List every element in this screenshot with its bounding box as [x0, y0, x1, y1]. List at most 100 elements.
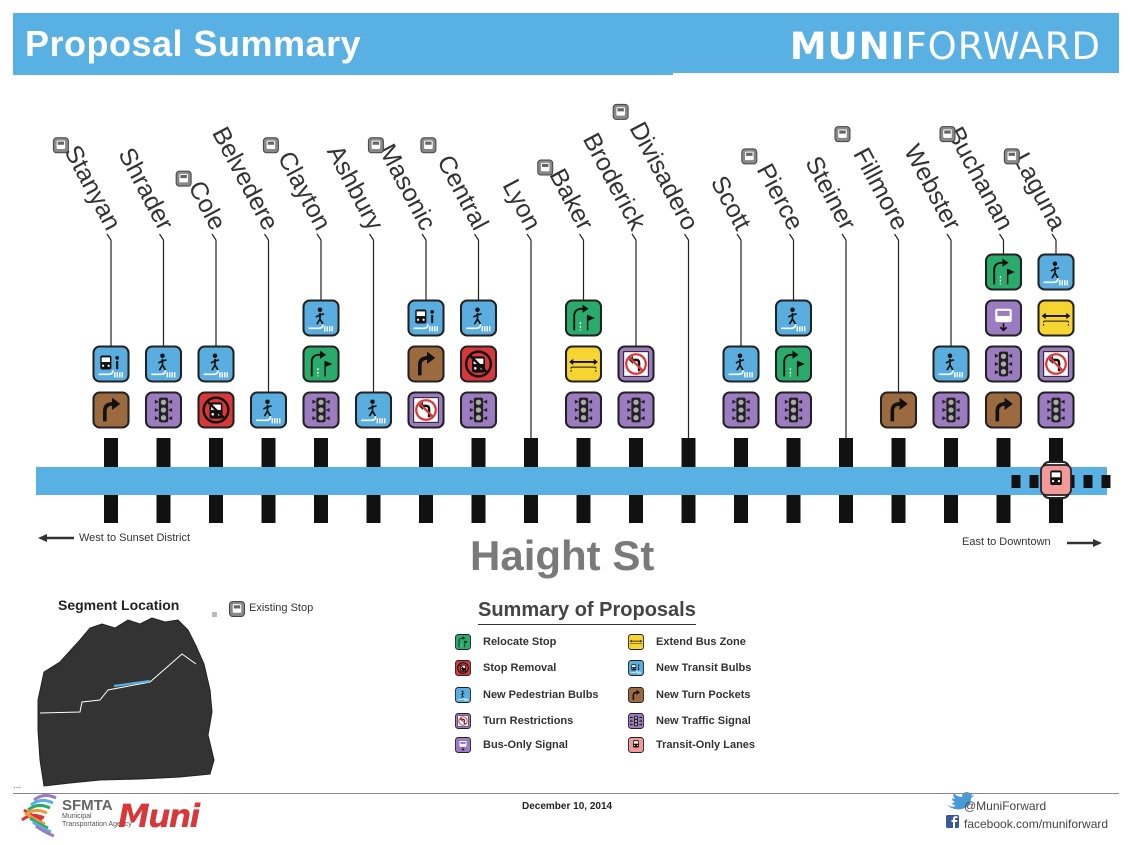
sfmta-subtitle: Municipal Transportation Agency	[62, 813, 132, 828]
stop-icon-pedestrian-bulbs	[1037, 253, 1075, 291]
legend-icon-stop-removal	[455, 660, 471, 676]
cross-street-label-lyon: Lyon	[497, 175, 547, 235]
street-tie-top	[366, 438, 381, 467]
header-rule	[13, 73, 673, 75]
brand-light: FORWARD	[905, 25, 1101, 68]
twitter-icon[interactable]	[946, 792, 974, 810]
stop-icon-traffic-signal	[302, 391, 340, 429]
facebook-icon[interactable]	[946, 815, 959, 828]
brand-bold: MUNI	[789, 25, 906, 68]
street-tie-bottom	[1049, 495, 1063, 523]
existing-stop-icon	[367, 137, 384, 154]
direction-east-label: East to Downtown	[962, 536, 1051, 548]
street-tie-top	[471, 438, 486, 467]
stop-icon-turn-restrictions	[1037, 345, 1075, 383]
street-tie-bottom	[471, 495, 486, 523]
cross-street-leader-tip	[631, 233, 637, 241]
stop-icon-relocate-stop	[984, 253, 1023, 291]
street-tie-top	[156, 438, 171, 467]
street-tie-top	[839, 438, 853, 467]
stop-icon-traffic-signal	[774, 391, 813, 429]
cross-street-leader-tip	[999, 233, 1004, 241]
direction-west-label: West to Sunset District	[79, 532, 191, 544]
legend-label-bus-signal: Bus-Only Signal	[483, 739, 568, 751]
street-tie-bottom	[524, 495, 538, 523]
stop-icon-traffic-signal	[984, 345, 1023, 383]
stop-icon-turn-pockets	[879, 391, 918, 429]
existing-stop-icon	[834, 126, 851, 143]
cross-street-leader-tip	[316, 233, 322, 241]
street-tie-bottom	[419, 495, 433, 523]
stop-icon-extend-bus-zone	[1037, 299, 1075, 337]
cross-street-leader-tip	[579, 233, 584, 241]
stop-icon-turn-restrictions	[617, 345, 655, 383]
street-tie-bottom	[839, 495, 853, 523]
segment-location-map	[37, 612, 217, 787]
legend-label-relocate: Relocate Stop	[483, 636, 557, 648]
transit-lane-dash	[1083, 475, 1093, 488]
street-tie-bottom	[314, 495, 328, 523]
transit-lane-dash	[1029, 475, 1039, 488]
legend-icon-relocate-stop	[455, 634, 471, 650]
stop-icon-turn-pockets	[407, 345, 445, 383]
stop-icon-pedestrian-bulbs	[459, 299, 498, 337]
existing-stop-icon	[420, 137, 437, 154]
street-tie-top	[419, 438, 433, 467]
cross-street-leader-tip	[211, 233, 217, 241]
street-tie-bottom	[996, 495, 1011, 523]
street-tie-bottom	[786, 495, 801, 523]
street-tie-top	[104, 438, 118, 467]
legend-icon-extend-bus-zone	[628, 634, 644, 650]
street-tie-top	[209, 438, 223, 467]
legend-label-turn-restrictions: Turn Restrictions	[483, 715, 574, 727]
footer-dots: ...	[13, 780, 22, 791]
street-tie-top	[944, 438, 958, 467]
stop-icon-turn-restrictions	[407, 391, 445, 429]
street-tie-bottom	[261, 495, 276, 523]
stop-icon-pedestrian-bulbs	[774, 299, 813, 337]
cross-street-leader-tip	[526, 233, 532, 241]
stop-icon-traffic-signal	[459, 391, 498, 429]
cross-street-leader-tip	[369, 233, 374, 241]
street-tie-top	[629, 438, 643, 467]
twitter-handle[interactable]: @MuniForward	[964, 799, 1047, 813]
legend-icon-transit-bulbs	[628, 660, 644, 676]
legend-label-extend-zone: Extend Bus Zone	[656, 636, 746, 648]
legend-label-ped-bulbs: New Pedestrian Bulbs	[483, 689, 599, 701]
existing-stop-icon	[939, 126, 956, 143]
transit-lane-dash	[1011, 475, 1021, 488]
cross-street-leader-tip	[736, 233, 742, 241]
street-tie-bottom	[156, 495, 171, 523]
header-bar: Proposal Summary MUNIFORWARD	[13, 13, 1119, 73]
street-tie-top	[996, 438, 1011, 467]
stop-icon-pedestrian-bulbs	[249, 391, 288, 429]
cross-street-leader-tip	[894, 233, 899, 241]
street-tie-bottom	[734, 495, 748, 523]
street-tie-top	[786, 438, 801, 467]
street-tie-bottom	[209, 495, 223, 523]
muni-logo: Muni	[118, 797, 200, 835]
stop-icon-transit-bulbs	[92, 345, 130, 383]
existing-stop-icon	[612, 103, 629, 120]
cross-street-leader-tip	[421, 233, 427, 241]
street-tie-top	[681, 438, 696, 467]
street-tie-bottom	[629, 495, 643, 523]
segment-highlight	[113, 679, 151, 688]
street-tie-top	[524, 438, 538, 467]
cross-street-leader-tip	[264, 233, 269, 241]
footer-rule	[13, 793, 1119, 794]
street-tie-top	[576, 438, 591, 467]
cross-street-leader-tip	[474, 233, 479, 241]
existing-stop-icon	[537, 159, 554, 176]
segment-location-title: Segment Location	[58, 597, 180, 613]
east-arrow-head	[1093, 539, 1102, 547]
street-tie-bottom	[576, 495, 591, 523]
street-tie-bottom	[366, 495, 381, 523]
facebook-link[interactable]: facebook.com/muniforward	[964, 817, 1109, 831]
legend-label-transit-lanes: Transit-Only Lanes	[656, 739, 756, 751]
stop-icon-traffic-signal	[564, 391, 603, 429]
legend-icon-transit-only-lanes	[628, 737, 644, 753]
street-name: Haight St	[470, 532, 655, 579]
transit-lane-dash	[1101, 475, 1111, 488]
